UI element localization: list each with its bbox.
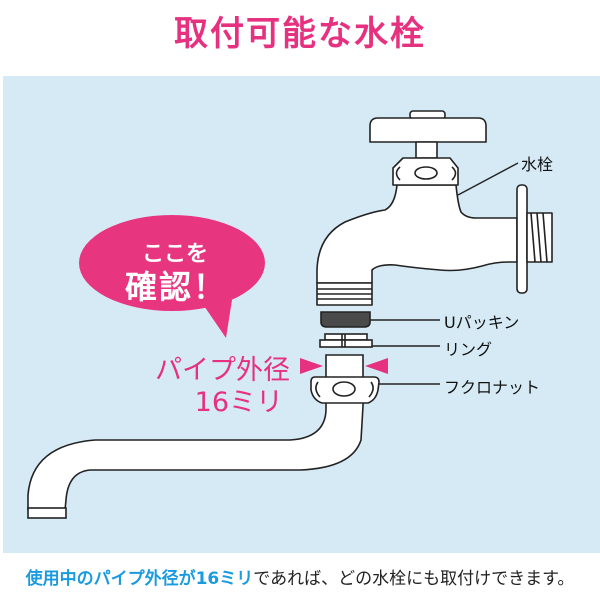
u-packing-icon [320, 311, 371, 328]
bubble-line2: 確認！ [124, 268, 227, 306]
right-arrow-icon [365, 358, 388, 374]
u-packing-label: Uパッキン [444, 313, 520, 332]
page-title: 取付可能な水栓 [174, 14, 426, 54]
stem-icon [415, 141, 438, 159]
footer-note: 使用中のパイプ外径が16ミリであれば、どの水栓にも取付けできます。 [0, 564, 600, 589]
pipe-end-icon [27, 507, 67, 519]
cap-nut-icon [310, 376, 380, 404]
speech-bubble [79, 215, 265, 338]
pipe-diameter-value: 16ミリ [194, 387, 283, 418]
ring-label: リング [444, 340, 493, 359]
footer-rest: であれば、どの水栓にも取付けできます。 [253, 569, 575, 589]
ring-icon [319, 333, 373, 348]
faucet-label: 水栓 [521, 155, 554, 174]
diagram-panel [3, 76, 600, 553]
pipe-diameter-label: パイプ外径 [155, 355, 290, 386]
cap-nut-label: フクロナット [444, 378, 541, 397]
footer-highlight: 使用中のパイプ外径が16ミリ [25, 569, 254, 589]
faucet-body-icon [316, 184, 518, 284]
handle-icon [369, 117, 487, 143]
bubble-line1: ここを [141, 242, 208, 267]
flange-icon [516, 184, 528, 294]
left-arrow-icon [300, 358, 323, 374]
